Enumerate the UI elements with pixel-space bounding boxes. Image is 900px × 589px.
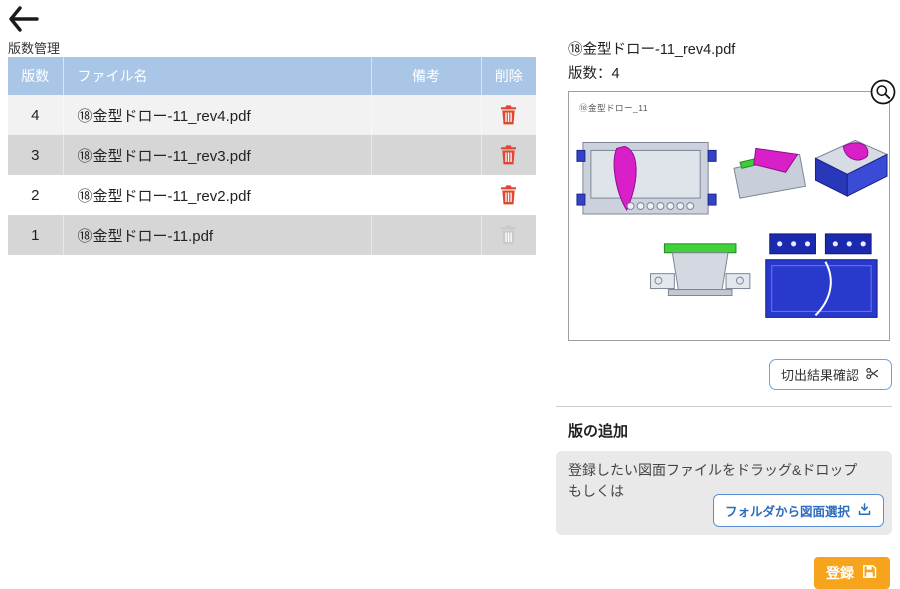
delete-row-button[interactable] [499, 182, 518, 205]
table-header-row: 版数 ファイル名 備考 削除 [8, 57, 536, 95]
download-icon [857, 502, 872, 520]
delete-row-button-disabled [499, 222, 518, 245]
back-button[interactable] [5, 4, 41, 36]
cutout-result-label: 切出結果確認 [780, 368, 859, 383]
folder-select-label: フォルダから図面選択 [724, 505, 850, 519]
trash-icon [499, 224, 518, 248]
column-header-version: 版数 [8, 57, 63, 95]
column-header-filename: ファイル名 [62, 57, 371, 95]
note-cell [370, 135, 481, 175]
back-arrow-icon [6, 6, 40, 37]
trash-icon [499, 184, 518, 208]
trash-icon [499, 104, 518, 128]
version-table: 版数 ファイル名 備考 削除 4 ⑱金型ドロー-11_rev4.pdf [8, 57, 536, 255]
filename-cell: ⑱金型ドロー-11.pdf [62, 215, 371, 255]
version-cell: 4 [31, 106, 40, 124]
table-row: 2 ⑱金型ドロー-11_rev2.pdf [8, 175, 536, 215]
trash-icon [499, 144, 518, 168]
zoom-button[interactable] [869, 78, 897, 106]
register-label: 登録 [826, 565, 854, 581]
table-row: 3 ⑱金型ドロー-11_rev3.pdf [8, 135, 536, 175]
page-title: 版数管理 [8, 41, 61, 56]
folder-select-button[interactable]: フォルダから図面選択 [712, 494, 884, 527]
filename-cell: ⑱金型ドロー-11_rev3.pdf [62, 135, 371, 175]
preview-version-label: 版数：4 [568, 66, 620, 82]
divider [556, 406, 892, 407]
version-cell: 2 [31, 186, 40, 204]
dropzone-text-line2: もしくは [568, 483, 624, 499]
register-button[interactable]: 登録 [814, 557, 890, 589]
drawing-title: ⑱金型ドロー_11 [579, 103, 649, 113]
filename-cell: ⑱金型ドロー-11_rev4.pdf [62, 95, 371, 135]
preview-panel: ⑱金型ドロー-11_rev4.pdf 版数：4 [556, 38, 896, 535]
version-cell: 1 [31, 226, 40, 244]
note-cell [370, 95, 481, 135]
note-cell [370, 215, 481, 255]
column-header-delete: 削除 [480, 57, 536, 95]
save-icon [861, 563, 878, 583]
cad-drawing-image [576, 139, 889, 318]
scissors-icon [865, 366, 880, 384]
cutout-result-button[interactable]: 切出結果確認 [768, 359, 892, 390]
column-header-note: 備考 [370, 57, 481, 95]
delete-row-button[interactable] [499, 142, 518, 165]
delete-row-button[interactable] [499, 102, 518, 125]
version-cell: 3 [31, 146, 40, 164]
note-cell [370, 175, 481, 215]
drawing-preview: ⑱金型ドロー_11 [568, 79, 896, 341]
table-row: 1 ⑱金型ドロー-11.pdf [8, 215, 536, 255]
dropzone-text-line1: 登録したい図面ファイルをドラッグ&ドロップ [568, 462, 858, 478]
filename-cell: ⑱金型ドロー-11_rev2.pdf [62, 175, 371, 215]
table-row: 4 ⑱金型ドロー-11_rev4.pdf [8, 95, 536, 135]
add-version-heading: 版の追加 [568, 423, 629, 440]
file-dropzone[interactable]: 登録したい図面ファイルをドラッグ&ドロップ もしくは フォルダから図面選択 [556, 451, 892, 535]
preview-filename: ⑱金型ドロー-11_rev4.pdf [568, 42, 736, 58]
magnifier-icon [869, 79, 897, 109]
